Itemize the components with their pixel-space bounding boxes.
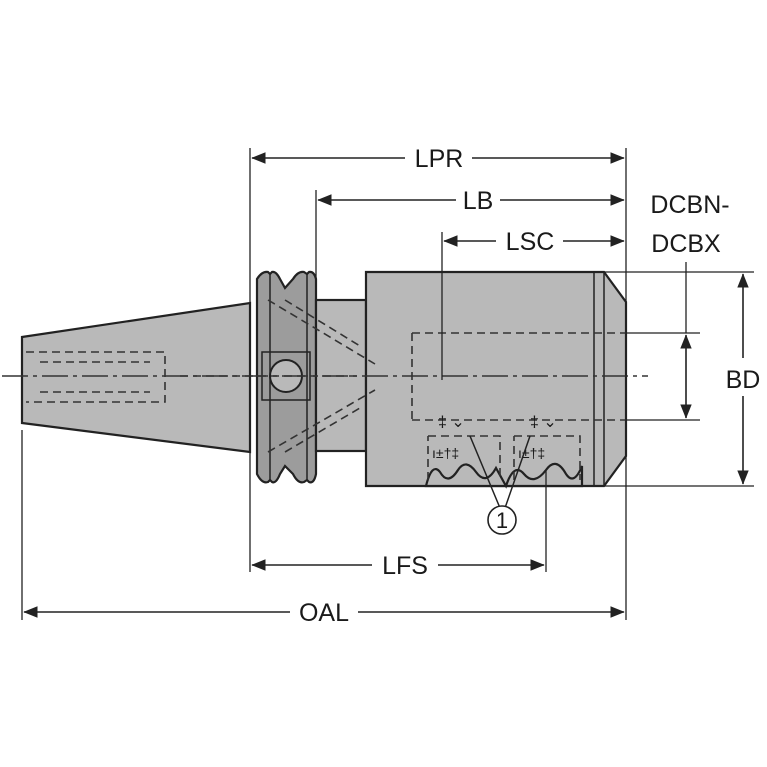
dimension-lfs: LFS — [251, 552, 545, 580]
svg-text:‡ ⌄: ‡ ⌄ — [530, 414, 557, 431]
section-cut — [424, 462, 584, 489]
label-dcbn-line2: DCBX — [651, 230, 721, 258]
dimension-lsc: LSC — [443, 228, 625, 256]
label-lb: LB — [463, 187, 494, 215]
callout-1: 1 — [469, 435, 531, 535]
taper-shank — [20, 301, 252, 454]
dimension-lb: LB — [317, 187, 625, 215]
svg-text:ı±†‡: ı±†‡ — [432, 445, 459, 461]
callout-number: 1 — [496, 508, 508, 533]
label-oal: OAL — [299, 599, 349, 627]
label-lsc: LSC — [506, 228, 555, 256]
label-lpr: LPR — [415, 145, 464, 173]
svg-text:‡ ⌄: ‡ ⌄ — [438, 414, 465, 431]
extension-lines — [21, 148, 754, 620]
main-body — [364, 270, 628, 488]
dimension-dcbn: DCBN- DCBX — [650, 191, 730, 419]
dimension-lpr: LPR — [251, 145, 625, 173]
dimension-bd: BD — [726, 273, 761, 485]
label-lfs: LFS — [382, 552, 428, 580]
label-bd: BD — [726, 366, 761, 394]
label-dcbn-line1: DCBN- — [650, 191, 729, 219]
chamfer-edge — [593, 272, 605, 486]
dimension-oal: OAL — [23, 599, 625, 627]
